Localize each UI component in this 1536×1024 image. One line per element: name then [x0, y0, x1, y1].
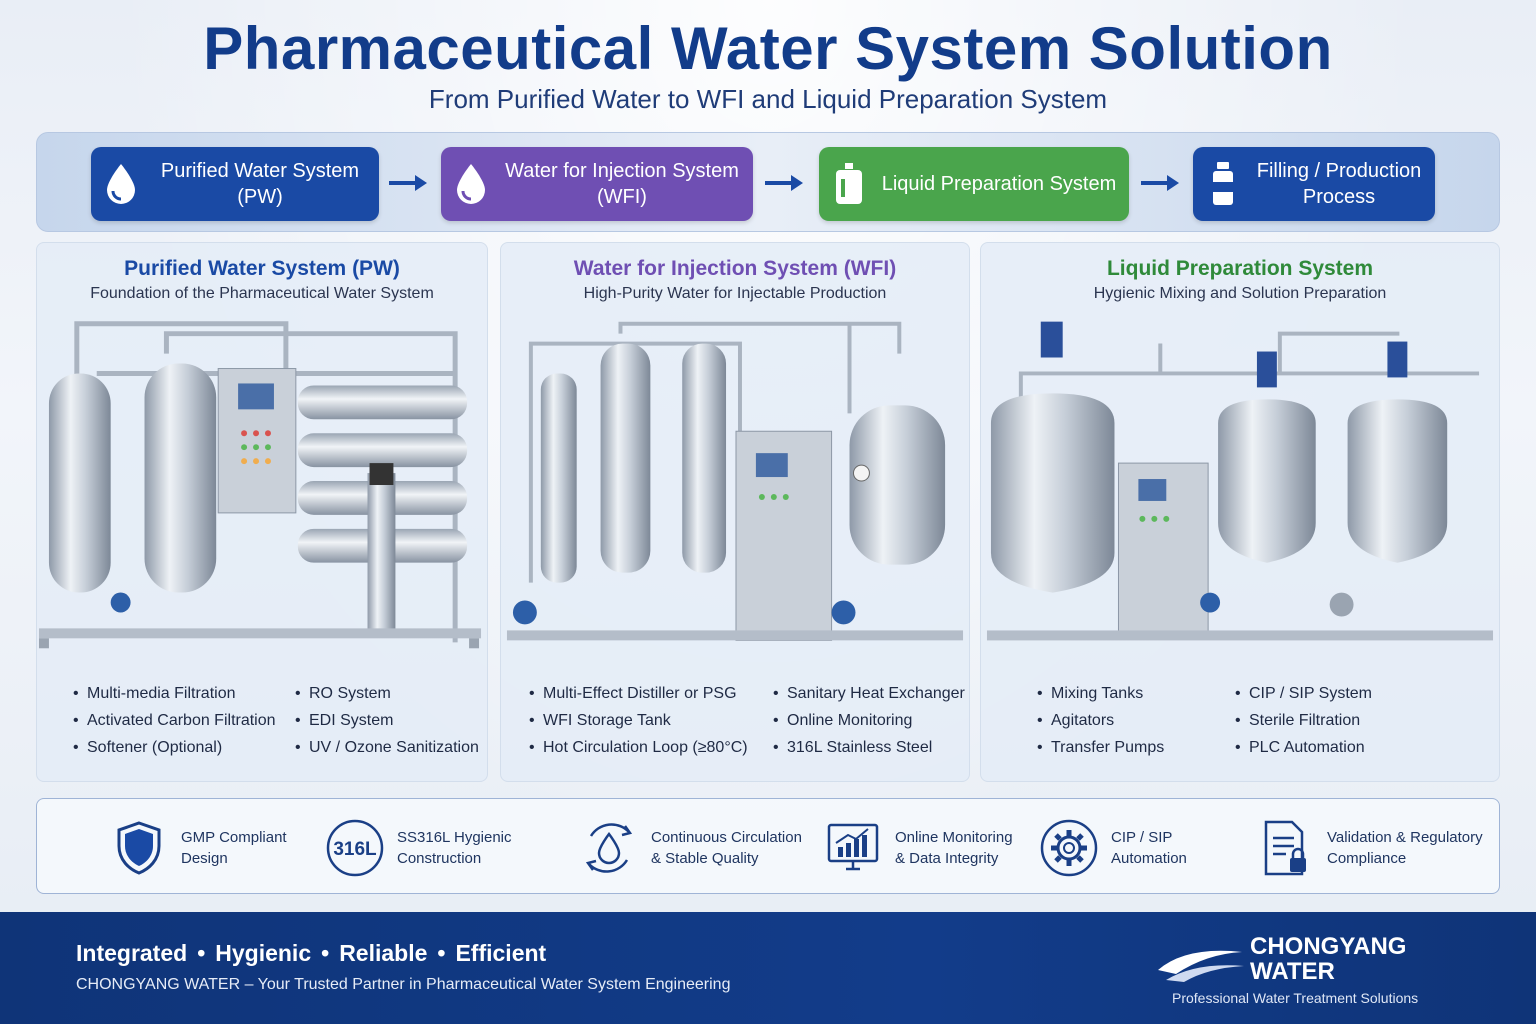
arrow-right-icon [389, 175, 427, 191]
document-lock-icon [1253, 816, 1317, 880]
wfi-features-right: Sanitary Heat Exchanger Online Monitorin… [773, 683, 965, 764]
material-badge-icon: 316L [323, 816, 387, 880]
arrow-right-icon [765, 175, 803, 191]
flow-step-wfi[interactable]: Water for Injection System (WFI) [441, 147, 753, 221]
bottle-icon [1193, 147, 1253, 221]
water-drop-icon [441, 147, 501, 221]
list-item: Transfer Pumps [1037, 737, 1164, 764]
panel-subtitle: High-Purity Water for Injectable Product… [583, 285, 887, 302]
list-item: Multi-Effect Distiller or PSG [529, 683, 748, 710]
feature-validation: Validation & Regulatory Compliance [1253, 813, 1483, 883]
list-item: Online Monitoring [773, 710, 965, 737]
brand-name: CHONGYANG WATER [1250, 933, 1407, 985]
list-item: Mixing Tanks [1037, 683, 1164, 710]
list-item: Sanitary Heat Exchanger [773, 683, 965, 710]
panel-liquid-preparation: Liquid Preparation System Hygienic Mixin… [980, 242, 1500, 782]
water-drop-icon [91, 147, 151, 221]
brand-tagline: Professional Water Treatment Solutions [1172, 990, 1419, 1006]
flow-step-liquid-prep[interactable]: Liquid Preparation System [819, 147, 1129, 221]
tank-icon [819, 147, 879, 221]
feature-label: GMP Compliant Design [181, 829, 287, 867]
panel-title: Water for Injection System (WFI) [573, 257, 897, 280]
tagline-word: Efficient [455, 940, 547, 966]
brand-logo: CHONGYANG WATER Professional Water Treat… [1156, 934, 1456, 1014]
list-item: PLC Automation [1235, 737, 1372, 764]
process-flow: Purified Water System (PW) Water for Inj… [36, 132, 1500, 232]
panel-title: Liquid Preparation System [1106, 257, 1374, 280]
circulation-drop-icon [577, 816, 641, 880]
shield-icon [107, 816, 171, 880]
tagline-word: Reliable [339, 940, 428, 966]
list-item: EDI System [295, 710, 479, 737]
list-item: CIP / SIP System [1235, 683, 1372, 710]
list-item: Multi-media Filtration [73, 683, 276, 710]
panel-wfi: Water for Injection System (WFI) High-Pu… [500, 242, 970, 782]
panel-purified-water: Purified Water System (PW) Foundation of… [36, 242, 488, 782]
flow-step-label: Liquid Preparation System [881, 173, 1117, 195]
wfi-features-left: Multi-Effect Distiller or PSG WFI Storag… [529, 683, 748, 764]
list-item: 316L Stainless Steel [773, 737, 965, 764]
flow-step-filling[interactable]: Filling / Production Process [1193, 147, 1435, 221]
list-item: Sterile Filtration [1235, 710, 1372, 737]
page-title: Pharmaceutical Water System Solution [203, 15, 1333, 82]
flow-step-label: Purified Water System (PW) [160, 160, 360, 208]
feature-circulation: Continuous Circulation & Stable Quality [577, 813, 802, 883]
feature-strip: GMP Compliant Design 316L SS316L Hygieni… [36, 798, 1500, 894]
footer-partner-text: CHONGYANG WATER – Your Trusted Partner i… [76, 976, 731, 993]
feature-label: SS316L Hygienic Construction [397, 829, 512, 867]
feature-cip-sip: CIP / SIP Automation [1037, 813, 1187, 883]
panel-title: Purified Water System (PW) [124, 257, 400, 280]
footer: Integrated•Hygienic•Reliable•Efficient C… [0, 912, 1536, 1024]
list-item: UV / Ozone Sanitization [295, 737, 479, 764]
list-item: Agitators [1037, 710, 1164, 737]
feature-gmp: GMP Compliant Design [107, 813, 287, 883]
panel-subtitle: Hygienic Mixing and Solution Preparation [1093, 285, 1387, 302]
list-item: RO System [295, 683, 479, 710]
liquid-prep-equipment-illustration [986, 321, 1494, 641]
page-subtitle: From Purified Water to WFI and Liquid Pr… [428, 84, 1108, 114]
pw-equipment-illustration [38, 321, 482, 649]
wave-logo-icon [1158, 950, 1244, 982]
pw-features-right: RO System EDI System UV / Ozone Sanitiza… [295, 683, 479, 764]
feature-label: Validation & Regulatory Compliance [1327, 829, 1483, 867]
badge-text: 316L [333, 839, 377, 860]
pw-features-left: Multi-media Filtration Activated Carbon … [73, 683, 276, 764]
feature-monitoring: Online Monitoring & Data Integrity [821, 813, 1013, 883]
wfi-equipment-illustration [506, 321, 964, 641]
feature-label: CIP / SIP Automation [1111, 829, 1187, 867]
liquid-prep-features-left: Mixing Tanks Agitators Transfer Pumps [1037, 683, 1164, 764]
list-item: WFI Storage Tank [529, 710, 748, 737]
tagline-word: Hygienic [215, 940, 312, 966]
flow-step-label: Filling / Production Process [1256, 160, 1422, 208]
tagline-word: Integrated [76, 940, 188, 966]
liquid-prep-features-right: CIP / SIP System Sterile Filtration PLC … [1235, 683, 1372, 764]
feature-label: Continuous Circulation & Stable Quality [651, 829, 802, 867]
flow-step-pw[interactable]: Purified Water System (PW) [91, 147, 379, 221]
flow-step-label: Water for Injection System (WFI) [505, 160, 739, 208]
list-item: Hot Circulation Loop (≥80°C) [529, 737, 748, 764]
monitor-chart-icon [821, 816, 885, 880]
panel-subtitle: Foundation of the Pharmaceutical Water S… [90, 285, 434, 302]
footer-tagline: Integrated•Hygienic•Reliable•Efficient [76, 940, 547, 966]
arrow-right-icon [1141, 175, 1179, 191]
feature-ss316l: 316L SS316L Hygienic Construction [323, 813, 512, 883]
feature-label: Online Monitoring & Data Integrity [895, 829, 1013, 867]
gear-icon [1037, 816, 1101, 880]
list-item: Activated Carbon Filtration [73, 710, 276, 737]
list-item: Softener (Optional) [73, 737, 276, 764]
